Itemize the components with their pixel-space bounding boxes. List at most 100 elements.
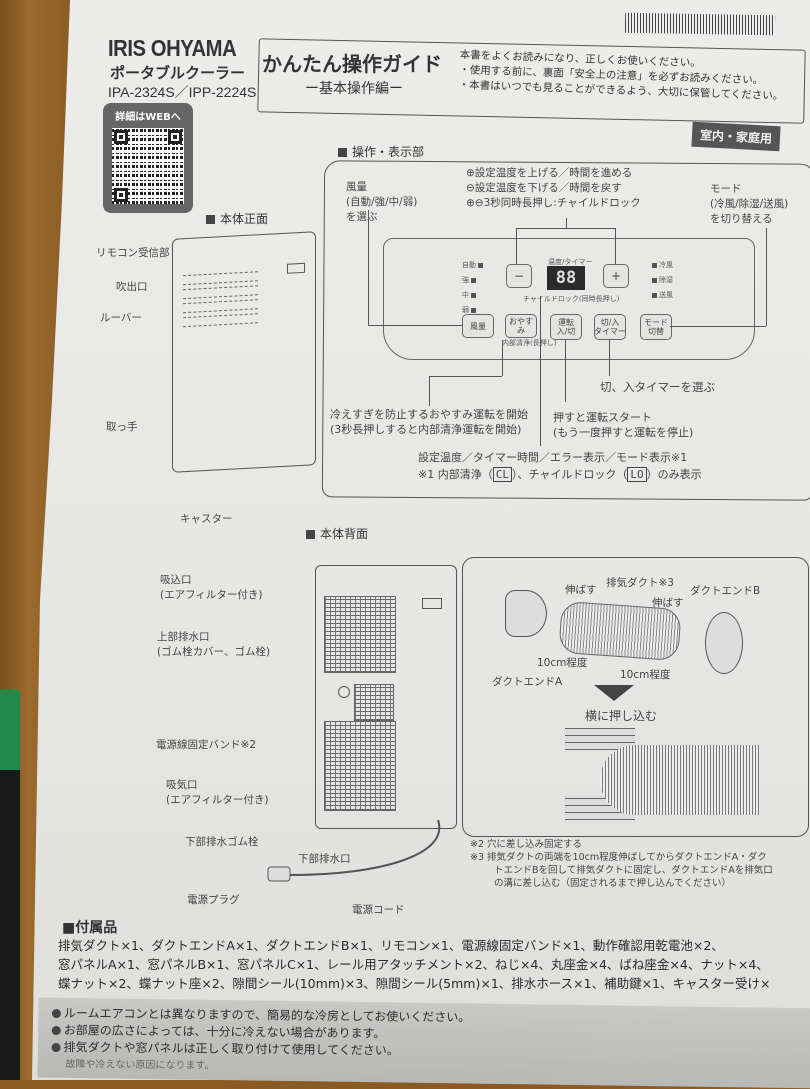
power-cord-illustration <box>267 819 441 882</box>
square-bullet-icon <box>338 148 347 157</box>
plus-button[interactable]: + <box>603 264 629 288</box>
barcode <box>624 12 776 36</box>
usage-badge: 室内・家庭用 <box>691 121 781 152</box>
leader-line <box>566 218 567 228</box>
minus-button[interactable]: − <box>506 264 532 288</box>
section-title-back: 本体背面 <box>306 525 368 542</box>
lcd-display: 88 <box>547 266 585 290</box>
mode-description: モード (冷風/除湿/送風) を切り替える <box>710 183 789 225</box>
sleep-description: 冷えすぎを防止するおやすみ運転を開始 (3秒長押しすると内部清浄運転を開始) <box>330 408 528 436</box>
leader-line <box>502 340 503 376</box>
square-bullet-icon <box>206 215 215 224</box>
exhaust-duct-illustration <box>558 600 682 662</box>
label-duct-end-b: ダクトエンドB <box>690 585 761 597</box>
label-handle: 取っ手 <box>106 421 138 433</box>
accessories-list: 排気ダクト×1、ダクトエンドA×1、ダクトエンドB×1、リモコン×1、電源線固定… <box>58 938 771 991</box>
leader-line <box>565 340 566 402</box>
power-button[interactable]: 運転 入/切 <box>550 314 582 340</box>
down-arrow-icon <box>594 685 634 701</box>
section-title-front: 本体正面 <box>206 210 268 227</box>
label-louver: ルーバー <box>100 312 142 324</box>
label-power-cord: 電源コード <box>352 904 405 916</box>
leader-line <box>429 376 502 377</box>
drain-port-icon <box>338 686 350 698</box>
timer-button[interactable]: 切/入 タイマー <box>594 314 626 340</box>
lower-intake-grille <box>324 721 396 811</box>
fan-speed-button[interactable]: 風量 <box>462 314 494 338</box>
duct-end-b-illustration <box>705 612 743 674</box>
child-lock-caption: チャイルドロック(同時長押し) <box>523 295 620 303</box>
label-push-in: 横に押し込む <box>585 709 658 723</box>
square-bullet-icon <box>306 530 315 539</box>
model-numbers: IPA-2324S／IPP-2224S <box>108 84 257 100</box>
sleep-button[interactable]: おやすみ <box>505 314 537 338</box>
label-lower-drain-plug: 下部排水ゴム栓 <box>185 836 259 848</box>
fan-level-indicators: 自動 強 中 弱 <box>462 258 485 318</box>
label-length-right: 10cm程度 <box>620 669 671 681</box>
back-unit-illustration <box>315 565 457 829</box>
handle-icon <box>422 598 442 609</box>
lo-code: LO <box>627 467 647 482</box>
mode-button[interactable]: モード 切替 <box>640 314 672 340</box>
leader-line <box>429 376 430 406</box>
sleep-button-sublabel: 内部清浄(長押し) <box>502 339 557 347</box>
duct-footnotes: ※2 穴に差し込み固定する ※3 排気ダクトの両端を10cm程度伸ばしてからダク… <box>470 839 773 889</box>
bullet-icon <box>51 1008 61 1019</box>
qr-finder-icon <box>168 130 182 144</box>
accessories-title: ■付属品 <box>62 920 118 936</box>
label-remote-receiver: リモコン受信部 <box>96 247 170 259</box>
label-length-left: 10cm程度 <box>537 657 588 669</box>
label-power-plug: 電源プラグ <box>187 894 240 906</box>
timer-description: 切、入タイマーを選ぶ <box>600 380 715 394</box>
bullet-icon <box>51 1025 61 1036</box>
label-lower-intake: 吸気口 (エアフィルター付き) <box>166 779 269 806</box>
leader-line <box>368 210 369 325</box>
leader-line <box>540 296 541 446</box>
label-duct-end-a: ダクトエンドA <box>492 676 563 688</box>
label-lower-drain: 下部排水口 <box>298 853 351 865</box>
middle-grille <box>354 684 394 721</box>
green-object-background <box>0 690 20 770</box>
usage-notes: ルームエアコンとは異なりますので、簡易的な冷房としてお使いください。 お部屋の広… <box>51 1005 470 1077</box>
leader-line <box>516 228 517 264</box>
cl-code: CL <box>492 467 512 482</box>
leader-line <box>766 228 767 326</box>
leader-line <box>615 228 616 264</box>
duct-inserted-illustration <box>600 745 760 815</box>
display-caption: 温度/タイマー <box>548 258 593 266</box>
leader-line <box>609 340 610 376</box>
duct-end-a-illustration <box>505 590 547 637</box>
qr-code[interactable] <box>112 128 184 204</box>
wall-brick-upper <box>565 728 635 750</box>
product-name: ポータブルクーラー <box>110 64 246 82</box>
power-description: 押すと運転スタート (もう一度押すと運転を停止) <box>553 411 694 439</box>
leader-line <box>516 228 616 229</box>
qr-finder-icon <box>114 130 128 144</box>
label-outlet: 吹出口 <box>116 281 148 293</box>
label-cord-band: 電源線固定バンド※2 <box>156 739 257 751</box>
leader-line <box>670 326 766 327</box>
leader-line <box>368 325 462 326</box>
qr-label: 詳細はWEBへ <box>115 112 181 123</box>
mode-indicators: 冷風 除湿 送風 <box>650 258 673 303</box>
duct-assembly-callout <box>462 557 809 837</box>
handle-icon <box>287 262 305 274</box>
bullet-icon <box>51 1042 61 1053</box>
display-footnote: ※1 内部清浄（CL）、チャイルドロック（LO）のみ表示 <box>418 467 702 482</box>
fan-speed-description: 風量 (自動/強/中/弱) を選ぶ <box>346 181 418 223</box>
label-stretch-left: 伸ばす <box>565 584 597 596</box>
label-exhaust-duct: 排気ダクト※3 <box>606 577 674 589</box>
guide-subtitle: ー基本操作編ー <box>305 81 403 97</box>
label-stretch-right: 伸ばす <box>652 597 684 609</box>
plus-minus-description: ⊕設定温度を上げる／時間を進める ⊖設定温度を下げる／時間を戻す ⊕⊖3秒同時長… <box>466 167 641 209</box>
dark-object-background <box>0 770 20 1080</box>
upper-intake-grille <box>324 596 396 673</box>
section-title-control-panel: 操作・表示部 <box>338 143 424 160</box>
guide-title: かんたん操作ガイド <box>262 52 442 76</box>
label-upper-intake: 吸込口 (エアフィルター付き) <box>160 574 263 601</box>
qr-finder-icon <box>114 188 128 202</box>
brand-logo: IRIS OHYAMA <box>108 35 237 61</box>
front-unit-illustration <box>172 231 316 473</box>
label-caster: キャスター <box>180 513 233 525</box>
label-upper-drain: 上部排水口 (ゴム栓カバー、ゴム栓) <box>157 631 271 658</box>
